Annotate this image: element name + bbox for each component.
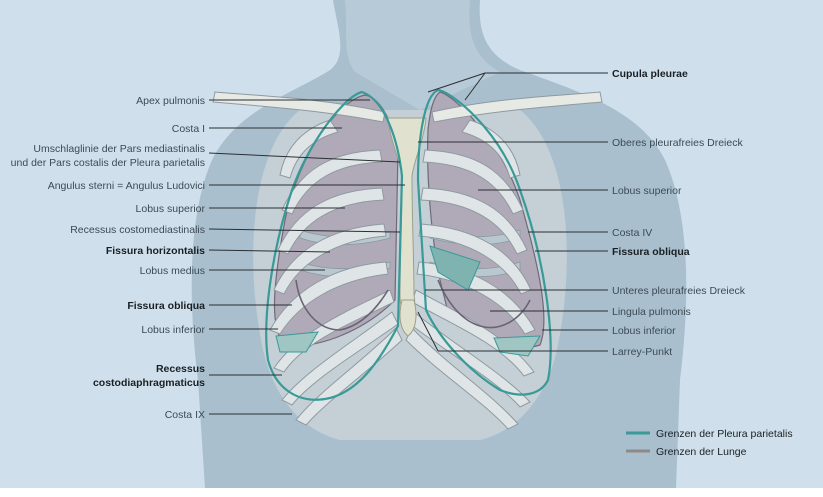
label-angulus-sterni: Angulus sterni = Angulus Ludovici [48, 180, 205, 192]
label-cupula-pleurae: Cupula pleurae [612, 68, 688, 80]
label-lobus-inferior-left: Lobus inferior [141, 324, 205, 336]
label-fissura-obliqua-left: Fissura obliqua [127, 300, 205, 312]
xiphoid-process [399, 299, 417, 337]
neck-shading [345, 0, 500, 110]
label-apex-pulmonis: Apex pulmonis [136, 95, 205, 107]
label-umschlaglinie-1: Umschlaglinie der Pars mediastinalis [33, 143, 205, 155]
pleura-boundary-right [265, 90, 404, 401]
ribs-image-right [405, 119, 536, 430]
label-lobus-superior-left: Lobus superior [136, 203, 206, 215]
label-fissura-horizontalis: Fissura horizontalis [106, 245, 205, 257]
label-lingula-pulmonis: Lingula pulmonis [612, 306, 691, 318]
pleura-boundary-left [416, 88, 552, 396]
lung-boundary-left [437, 279, 531, 329]
label-lobus-medius: Lobus medius [140, 265, 205, 277]
lung-boundary-right [295, 279, 389, 331]
labels-left: Apex pulmonis Costa I Umschlaglinie der … [11, 95, 405, 421]
labels-right: Cupula pleurae Oberes pleurafreies Dreie… [417, 68, 746, 358]
label-oberes-pleurafreies-dreieck: Oberes pleurafreies Dreieck [612, 137, 743, 149]
label-recessus-costomediastinalis: Recessus costomediastinalis [70, 224, 205, 236]
bottom-strip [0, 488, 823, 497]
label-umschlaglinie-2: und der Pars costalis der Pleura parieta… [11, 157, 205, 169]
label-fissura-obliqua-right: Fissura obliqua [612, 246, 690, 258]
label-unteres-pleurafreies-dreieck: Unteres pleurafreies Dreieck [612, 285, 746, 297]
label-recessus: Recessus [156, 363, 205, 375]
right-recessus-patch [275, 331, 319, 353]
label-lobus-inferior-right: Lobus inferior [612, 325, 676, 337]
label-costa-iv: Costa IV [612, 227, 652, 239]
label-costa-i: Costa I [172, 123, 205, 135]
legend-label-pleura: Grenzen der Pleura parietalis [656, 428, 793, 440]
legend-label-lunge: Grenzen der Lunge [656, 446, 747, 458]
ribs-image-left [269, 119, 403, 426]
label-larrey-punkt: Larrey-Punkt [612, 346, 672, 358]
label-costa-ix: Costa IX [165, 409, 205, 421]
label-lobus-superior-right: Lobus superior [612, 185, 682, 197]
label-costodiaphragmaticus: costodiaphragmaticus [93, 377, 205, 389]
legend: Grenzen der Pleura parietalis Grenzen de… [626, 428, 793, 458]
